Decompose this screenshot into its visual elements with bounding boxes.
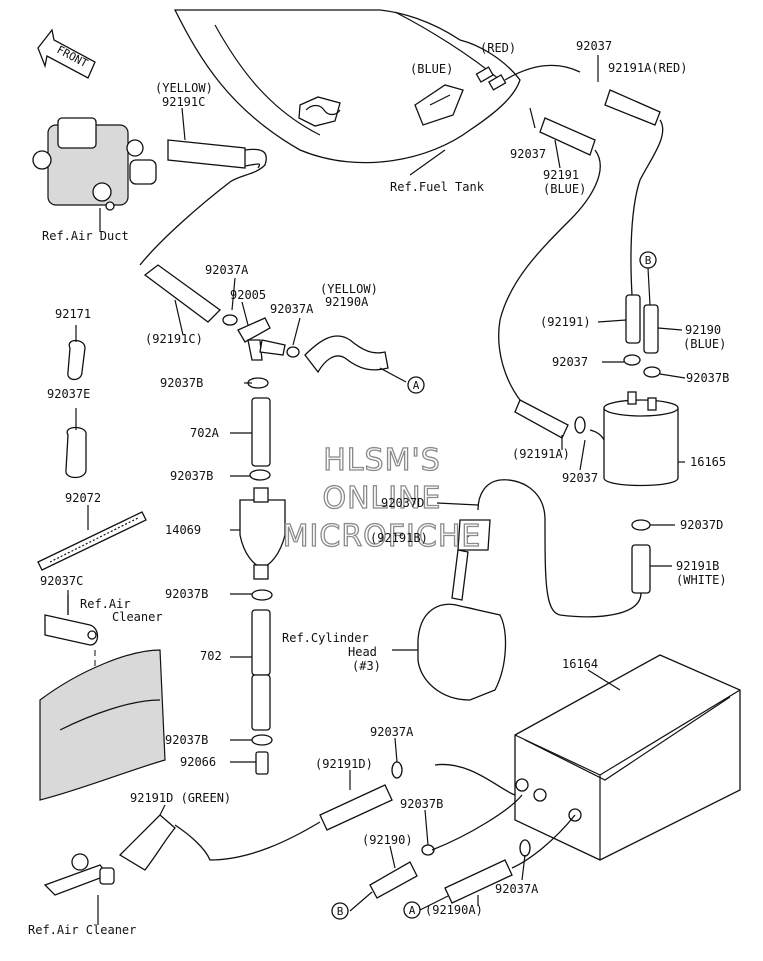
label-ref-cyl-head-3: (#3) bbox=[352, 659, 381, 673]
cylinder-head bbox=[417, 479, 642, 701]
label-92191B-white-1: 92191B bbox=[676, 559, 719, 573]
watermark-line2: ONLINE bbox=[322, 481, 441, 516]
hose-92190A-yellow bbox=[304, 335, 407, 383]
callout-circle-A-1 bbox=[407, 376, 425, 394]
callout-B-2: B bbox=[337, 905, 344, 918]
front-arrow: FRONT bbox=[37, 28, 96, 79]
label-92037B-3: 92037B bbox=[165, 587, 208, 601]
label-ref-fuel-tank: Ref.Fuel Tank bbox=[390, 180, 485, 194]
fuel-filter-16165 bbox=[603, 294, 679, 594]
label-92190A: 92190A bbox=[325, 295, 369, 309]
label-92037-mid: 92037 bbox=[510, 147, 546, 161]
callout-circle-B-2 bbox=[331, 902, 349, 920]
label-ref-air-duct: Ref.Air Duct bbox=[42, 229, 129, 243]
circle-callouts: A B B A bbox=[331, 251, 657, 920]
label-16165: 16165 bbox=[690, 455, 726, 469]
label-92037-right: 92037 bbox=[552, 355, 588, 369]
label-yellow-mid: (YELLOW) bbox=[320, 282, 378, 296]
label-92190-paren: (92190) bbox=[362, 833, 413, 847]
label-92171: 92171 bbox=[55, 307, 91, 321]
watermark-line1: HLSM'S bbox=[323, 443, 441, 478]
label-yellow-top: (YELLOW) bbox=[155, 81, 213, 95]
label-92191C: 92191C bbox=[162, 95, 205, 109]
label-red-top: (RED) bbox=[480, 41, 516, 55]
band-92072 bbox=[37, 511, 147, 571]
label-ref-cyl-head-1: Ref.Cylinder bbox=[282, 631, 369, 645]
hose-92191C-yellow bbox=[139, 139, 267, 266]
watermark: HLSM'S ONLINE MICROFICHE bbox=[282, 442, 482, 554]
label-92072: 92072 bbox=[65, 491, 101, 505]
label-ref-cyl-head-2: Head bbox=[348, 645, 377, 659]
air-duct bbox=[32, 117, 157, 228]
tubes-upper-right bbox=[498, 64, 664, 441]
label-92037C: 92037C bbox=[40, 574, 83, 588]
label-702: 702 bbox=[200, 649, 222, 663]
label-92037E: 92037E bbox=[47, 387, 90, 401]
label-92191B-white-2: (WHITE) bbox=[676, 573, 727, 587]
label-92190A-paren: (92190A) bbox=[425, 903, 483, 917]
label-ref-air-cleaner-1: Ref.Air bbox=[80, 597, 131, 611]
callout-A-2: A bbox=[409, 904, 416, 917]
watermark-line3: MICROFICHE bbox=[283, 519, 482, 554]
label-92005: 92005 bbox=[230, 288, 266, 302]
label-92037A-4: 92037A bbox=[495, 882, 539, 896]
callout-circle-A-2 bbox=[403, 901, 421, 919]
label-92037A-3: 92037A bbox=[370, 725, 414, 739]
label-92191D-paren: (92191D) bbox=[315, 757, 373, 771]
label-92037D-right: 92037D bbox=[680, 518, 723, 532]
part-labels: (RED) (BLUE) 92037 92191A(RED) (YELLOW) … bbox=[28, 39, 729, 937]
label-92037-top: 92037 bbox=[576, 39, 612, 53]
label-92037B-5: 92037B bbox=[400, 797, 443, 811]
label-92191B-paren: (92191B) bbox=[370, 531, 428, 545]
label-16164: 16164 bbox=[562, 657, 598, 671]
air-cleaner-left bbox=[39, 614, 166, 801]
label-92191C-paren: (92191C) bbox=[145, 332, 203, 346]
label-92037D-mid: 92037D bbox=[381, 496, 424, 510]
label-92037B-1: 92037B bbox=[160, 376, 203, 390]
label-702A: 702A bbox=[190, 426, 220, 440]
label-92066: 92066 bbox=[180, 755, 216, 769]
hose-92191C-lower bbox=[143, 264, 300, 361]
leader-lines bbox=[67, 55, 686, 912]
label-92037B-2: 92037B bbox=[170, 469, 213, 483]
left-column-parts bbox=[65, 339, 286, 775]
label-92037B-4: 92037B bbox=[165, 733, 208, 747]
label-92191-paren: (92191) bbox=[540, 315, 591, 329]
label-blue-top: (BLUE) bbox=[410, 62, 453, 76]
label-92191A-red: 92191A(RED) bbox=[608, 61, 687, 75]
fuel-tank bbox=[173, 9, 521, 164]
lower-hoses bbox=[43, 761, 576, 925]
callout-B-1: B bbox=[645, 254, 652, 267]
label-92191-blue-2: (BLUE) bbox=[543, 182, 586, 196]
label-ref-air-cleaner-2: Cleaner bbox=[112, 610, 163, 624]
label-blue-right: (BLUE) bbox=[683, 337, 726, 351]
label-ref-air-cleaner-bottom: Ref.Air Cleaner bbox=[28, 923, 136, 937]
label-92191D-green: 92191D (GREEN) bbox=[130, 791, 231, 805]
label-92191A-paren: (92191A) bbox=[512, 447, 570, 461]
callout-A-1: A bbox=[413, 379, 420, 392]
label-92190: 92190 bbox=[685, 323, 721, 337]
label-92037B-right: 92037B bbox=[686, 371, 729, 385]
label-92191-blue-1: 92191 bbox=[543, 168, 579, 182]
label-92037A-2: 92037A bbox=[270, 302, 314, 316]
label-92037-lower: 92037 bbox=[562, 471, 598, 485]
label-14069: 14069 bbox=[165, 523, 201, 537]
label-92037A-1: 92037A bbox=[205, 263, 249, 277]
